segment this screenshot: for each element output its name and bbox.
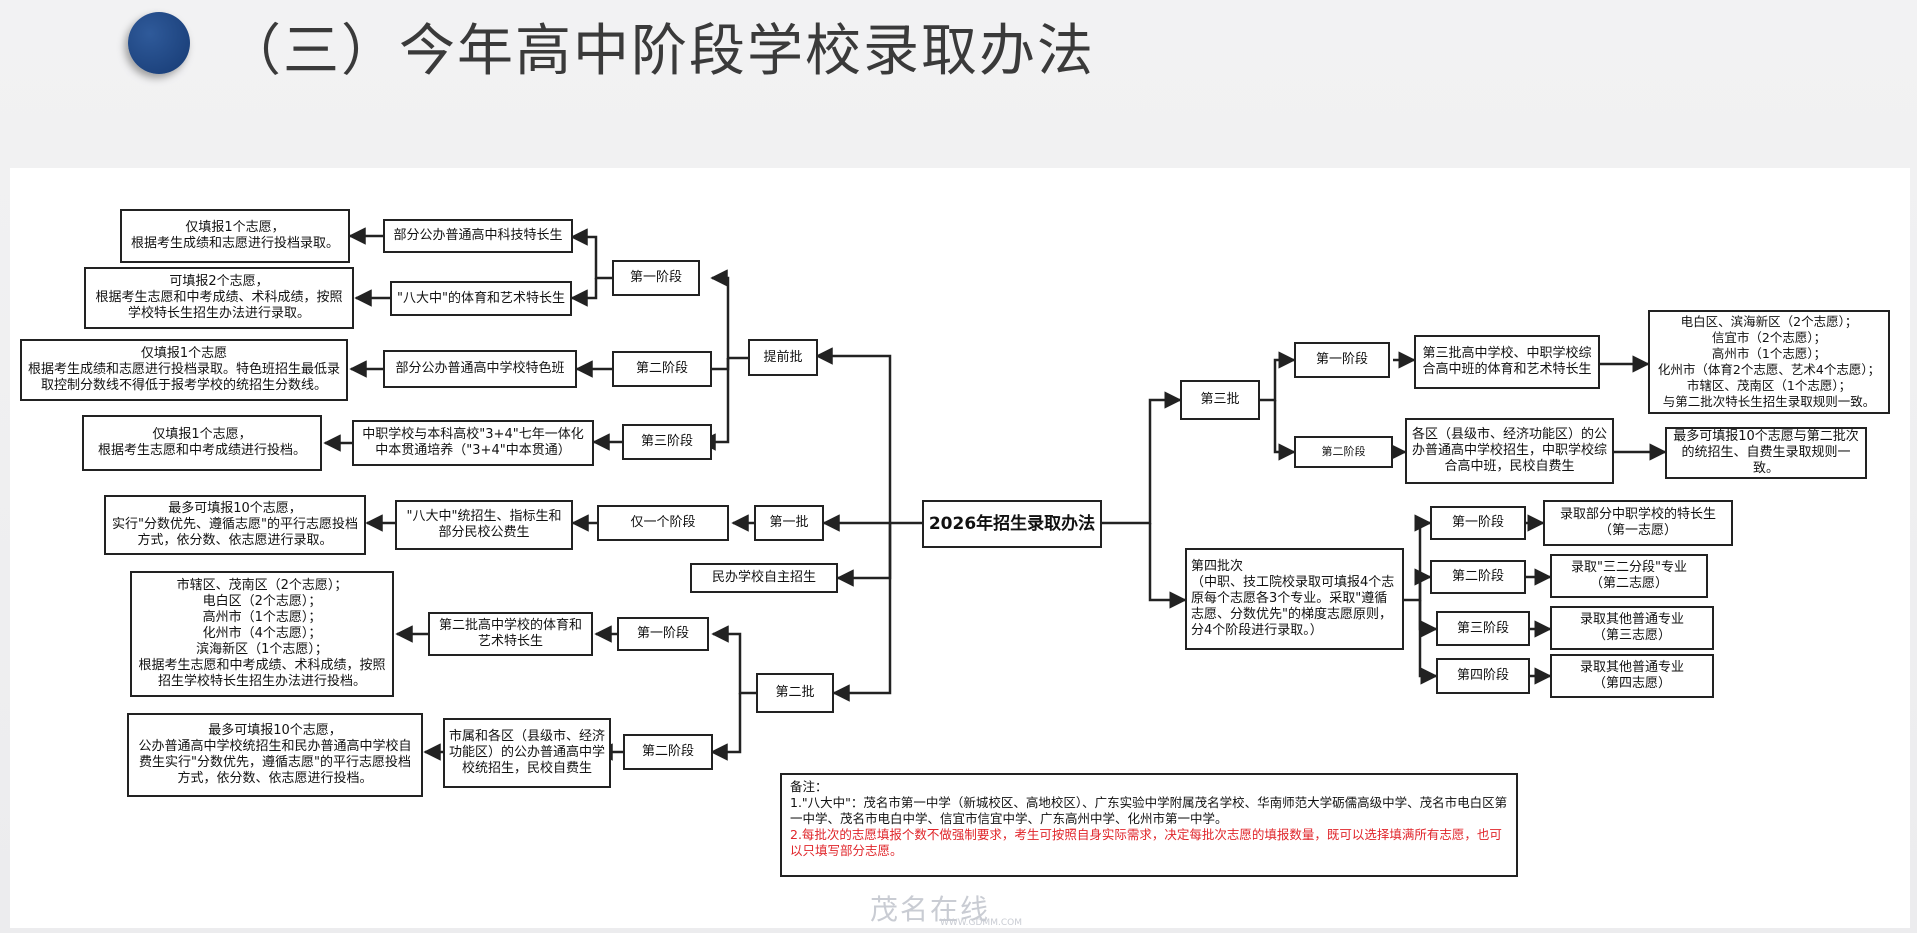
watermark-url: WWW.GDMM.COM xyxy=(940,918,1022,928)
remarks-line-2: 2.每批次的志愿填报个数不做强制要求，考生可按照自身实际需求，决定每批次志愿的填… xyxy=(790,827,1502,858)
tq-stage-2: 第二阶段 xyxy=(612,351,712,387)
ds-stage-1: 第一阶段 xyxy=(1294,342,1390,378)
batch-disan: 第三批 xyxy=(1180,380,1260,420)
batch-diyi: 第一批 xyxy=(754,505,824,541)
tq-bada: "八大中"的体育和艺术特长生 xyxy=(390,281,572,316)
tq-zhongzhi: 中职学校与本科高校"3+4"七年一体化中本贯通培养（"3+4"中本贯通） xyxy=(352,420,594,466)
result-s4-1: 录取部分中职学校的特长生 （第一志愿） xyxy=(1543,500,1733,546)
batch-dier: 第二批 xyxy=(756,673,834,713)
result-dy: 最多可填报10个志愿， 实行"分数优先、遵循志愿"的平行志愿投档方式，依分数、依… xyxy=(104,495,366,555)
result-keji: 仅填报1个志愿， 根据考生成绩和志愿进行投档录取。 xyxy=(120,209,350,263)
s4-stage-3: 第三阶段 xyxy=(1436,611,1530,646)
dy-tongzhao: "八大中"统招生、指标生和部分民校公费生 xyxy=(395,500,573,550)
remarks-heading: 备注： xyxy=(790,779,828,794)
tq-stage-3: 第三阶段 xyxy=(622,424,712,460)
title-bullet xyxy=(128,12,190,74)
de-tiyu: 第二批高中学校的体育和艺术特长生 xyxy=(428,612,593,656)
result-de1: 市辖区、茂南区（2个志愿）； 电白区（2个志愿）； 高州市（1个志愿）； 化州市… xyxy=(130,571,394,697)
remarks-box: 备注： 1."八大中"：茂名市第一中学（新城校区、高地校区）、广东实验中学附属茂… xyxy=(780,773,1518,877)
result-ds2: 最多可填报10个志愿与第二批次的统招生、自费生录取规则一致。 xyxy=(1665,427,1867,479)
tq-tese: 部分公办普通高中学校特色班 xyxy=(383,350,577,388)
result-ds1: 电白区、滨海新区（2个志愿）； 信宜市（2个志愿）； 高州市（1个志愿）； 化州… xyxy=(1648,310,1890,414)
ds-stage-2: 第二阶段 xyxy=(1294,436,1393,468)
result-zhongzhi: 仅填报1个志愿， 根据考生志愿和中考成绩进行投档。 xyxy=(82,415,322,471)
de-shishu: 市属和各区（县级市、经济功能区）的公办普通高中学校统招生，民校自费生 xyxy=(443,718,611,788)
watermark-logo: 茂名在线 xyxy=(870,893,991,926)
result-s4-2: 录取"三二分段"专业 （第二志愿） xyxy=(1550,554,1708,598)
result-tese: 仅填报1个志愿 根据考生成绩和志愿进行投档录取。特色班招生最低录取控制分数线不得… xyxy=(20,339,348,401)
s4-stage-1: 第一阶段 xyxy=(1430,506,1526,540)
result-s4-4: 录取其他普通专业 （第四志愿） xyxy=(1550,654,1714,698)
result-de2: 最多可填报10个志愿， 公办普通高中学校统招生和民办普通高中学校自费生实行"分数… xyxy=(127,713,423,797)
result-bada: 可填报2个志愿， 根据考生志愿和中考成绩、术科成绩，按照学校特长生招生办法进行录… xyxy=(84,267,354,329)
remarks-line-1: 1."八大中"：茂名市第一中学（新城校区、高地校区）、广东实验中学附属茂名学校、… xyxy=(790,795,1508,826)
s4-stage-2: 第二阶段 xyxy=(1430,560,1526,594)
de-stage-2: 第二阶段 xyxy=(623,734,713,770)
result-s4-3: 录取其他普通专业 （第三志愿） xyxy=(1550,606,1714,650)
batch-minban: 民办学校自主招生 xyxy=(690,563,838,593)
batch-tiqian: 提前批 xyxy=(748,339,818,376)
root-node: 2026年招生录取办法 xyxy=(922,500,1102,548)
ds-tiyu: 第三批高中学校、中职学校综合高中班的体育和艺术特长生 xyxy=(1414,335,1600,389)
page-title: （三）今年高中阶段学校录取办法 xyxy=(225,19,1095,84)
tq-keji: 部分公办普通高中科技特长生 xyxy=(383,219,573,253)
tq-stage-1: 第一阶段 xyxy=(612,260,700,296)
s4-stage-4: 第四阶段 xyxy=(1436,658,1530,694)
de-stage-1: 第一阶段 xyxy=(617,617,709,651)
batch-disi: 第四批次 （中职、技工院校录取可填报4个志原每个志愿各3个专业。采取"遵循志愿、… xyxy=(1185,548,1404,650)
ds-gequ: 各区（县级市、经济功能区）的公办普通高中学校招生，中职学校综合高中班，民校自费生 xyxy=(1405,418,1614,484)
dy-only-stage: 仅一个阶段 xyxy=(597,505,729,541)
